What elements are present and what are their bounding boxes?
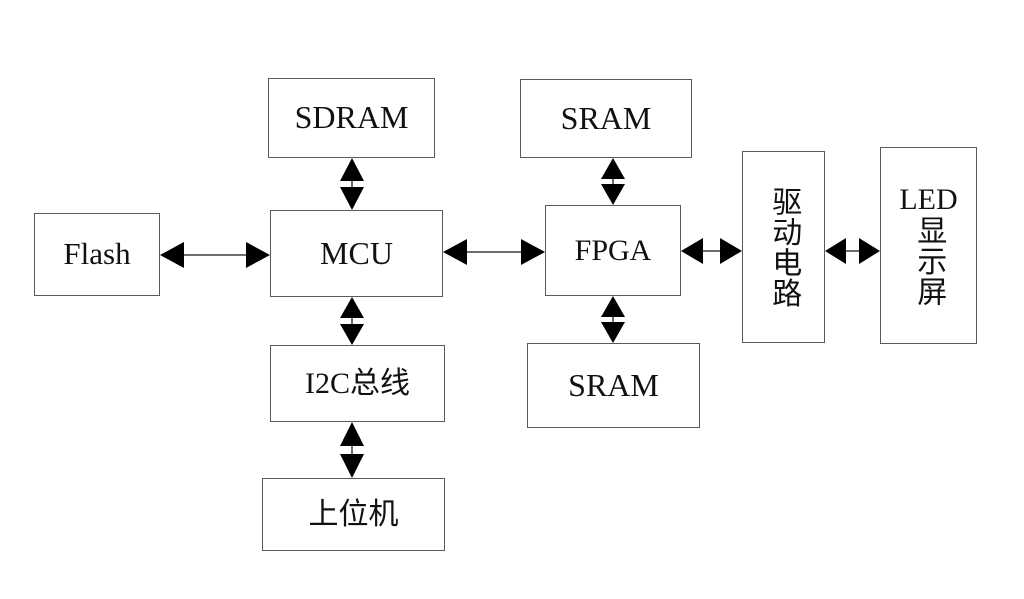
node-fpga-label: FPGA <box>574 233 652 267</box>
node-i2c-bus[interactable]: I2C总线 <box>270 345 445 422</box>
node-flash[interactable]: Flash <box>34 213 160 296</box>
node-sram-top-label: SRAM <box>560 99 652 136</box>
arrow-mcu-fpga <box>443 237 545 267</box>
node-sdram-label: SDRAM <box>294 99 409 136</box>
node-i2c-bus-label: I2C总线 <box>305 366 410 400</box>
arrow-driver-led <box>825 236 880 266</box>
node-led-display[interactable]: LED 显示屏 <box>880 147 977 344</box>
node-sram-top[interactable]: SRAM <box>520 79 692 158</box>
node-driver-circuit[interactable]: 驱动电路 <box>742 151 825 343</box>
node-host-computer-label: 上位机 <box>308 497 399 531</box>
node-sram-bottom-label: SRAM <box>568 366 659 403</box>
node-host-computer[interactable]: 上位机 <box>262 478 445 551</box>
node-driver-circuit-label: 驱动电路 <box>767 185 801 309</box>
arrow-mcu-i2c <box>337 297 367 345</box>
arrow-fpga-sram-bottom <box>598 296 628 343</box>
node-led-display-label-cjk: 显示屏 <box>912 215 946 308</box>
node-led-display-label-latin: LED <box>899 182 958 216</box>
arrow-sram-top-fpga <box>598 158 628 205</box>
node-mcu-label: MCU <box>320 234 393 271</box>
node-flash-label: Flash <box>63 236 131 272</box>
arrow-i2c-host <box>337 422 367 478</box>
node-mcu[interactable]: MCU <box>270 210 443 297</box>
arrow-fpga-driver <box>681 236 742 266</box>
node-sram-bottom[interactable]: SRAM <box>527 343 700 428</box>
arrow-flash-mcu <box>160 240 270 270</box>
arrow-sdram-mcu <box>337 158 367 210</box>
node-fpga[interactable]: FPGA <box>545 205 681 296</box>
node-sdram[interactable]: SDRAM <box>268 78 435 158</box>
